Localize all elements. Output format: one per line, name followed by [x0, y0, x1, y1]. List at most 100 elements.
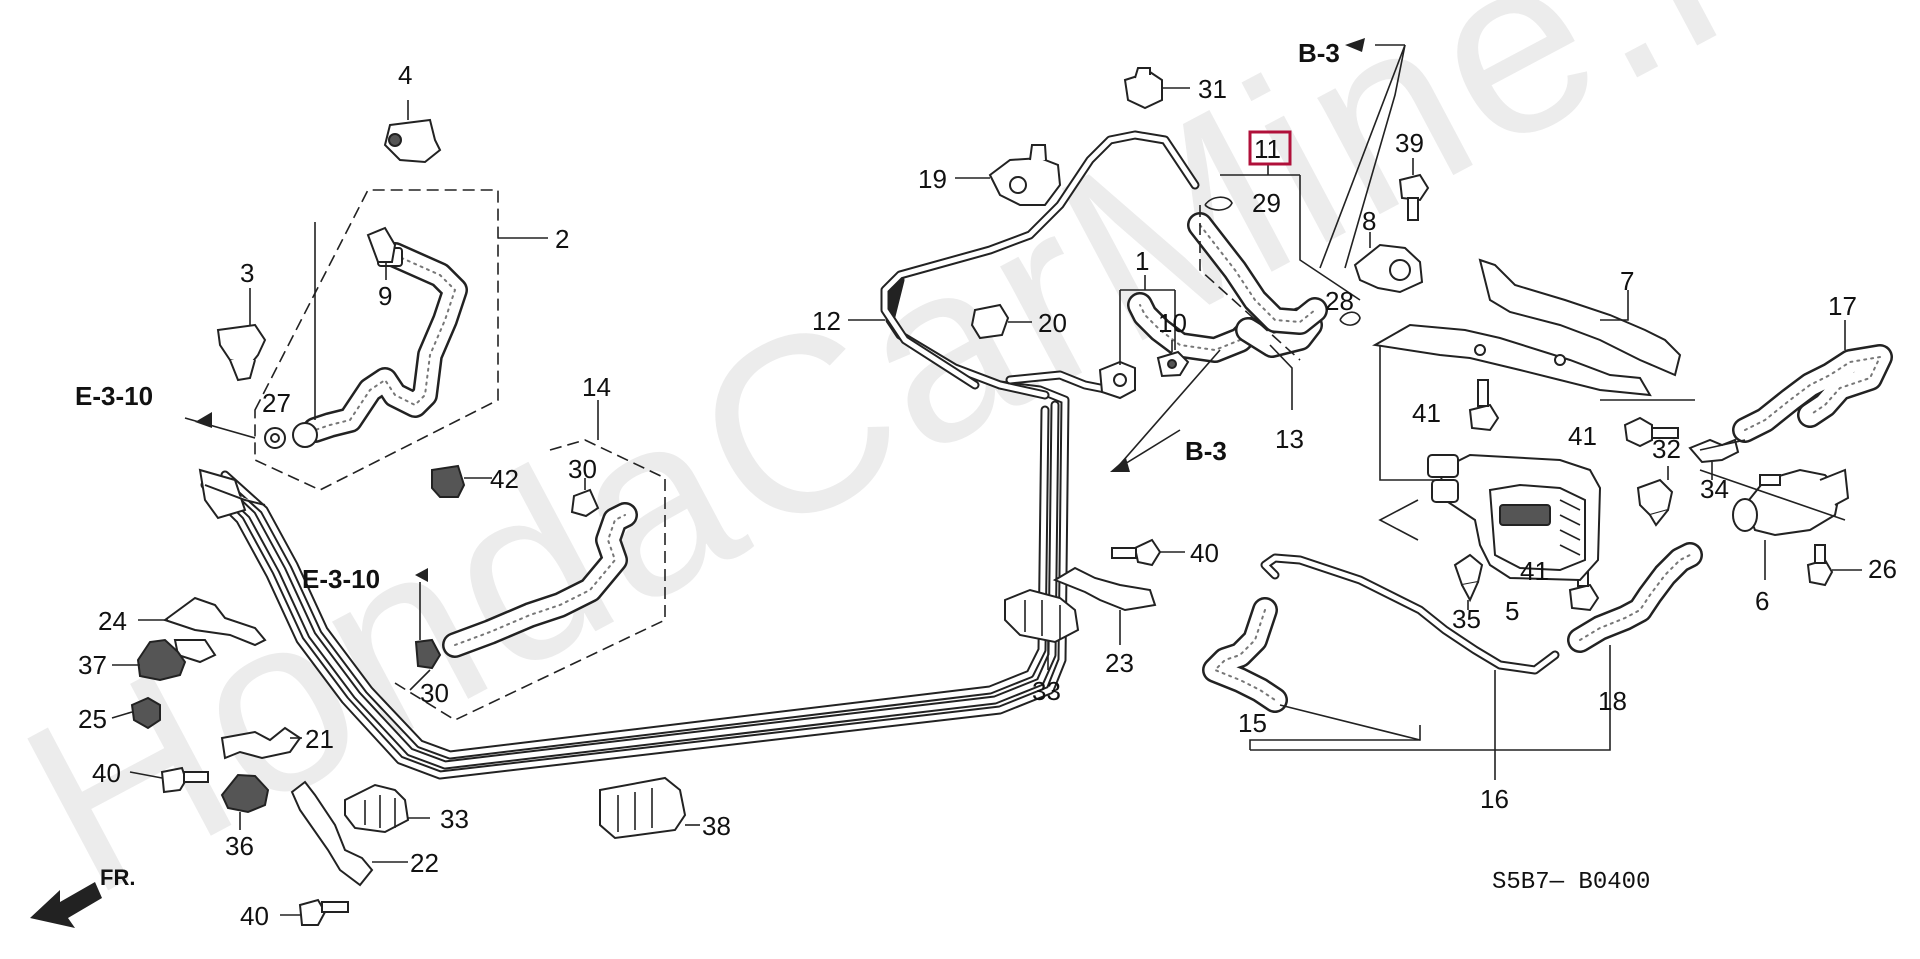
part-40-bolt-middle [1111, 538, 1162, 567]
callout-16: 16 [1480, 784, 1509, 814]
part-31-clip [1123, 67, 1190, 110]
part-28-clip [1339, 311, 1361, 326]
callout-41-lower: 41 [1520, 556, 1549, 586]
callout-22: 22 [410, 848, 439, 878]
callout-6: 6 [1755, 586, 1769, 616]
part-33-left-clamp [344, 783, 410, 834]
callout-29: 29 [1252, 188, 1281, 218]
part-41-bolt-right [1623, 416, 1679, 448]
hose-15 [1202, 597, 1288, 713]
hose-18 [1567, 542, 1703, 653]
callout-25: 25 [78, 704, 107, 734]
callout-40-left: 40 [92, 758, 121, 788]
diagram-code: S5B7— B0400 [1492, 869, 1650, 896]
callout-35: 35 [1452, 604, 1481, 634]
part-40-bolt-left [160, 766, 209, 794]
part-1-fitting [1098, 360, 1136, 400]
callout-20: 20 [1038, 308, 1067, 338]
hose-17 [1732, 344, 1893, 443]
part-20-clip [970, 303, 1010, 340]
callout-2: 2 [555, 224, 569, 254]
arrows [195, 38, 1365, 582]
callout-labels: 4 2 3 9 27 42 14 30 30 24 37 25 21 40 36… [78, 60, 1897, 931]
part-41-bolt-upper [1468, 379, 1500, 432]
pipe-16 [1260, 553, 1560, 675]
callout-11: 11 [1254, 134, 1281, 164]
part-5-canister [1427, 453, 1602, 582]
callout-33-left: 33 [440, 804, 469, 834]
part-32-clip [1636, 478, 1674, 527]
part-6-filter [1732, 468, 1850, 537]
highlight-box-11 [1248, 130, 1292, 166]
callout-31: 31 [1198, 74, 1227, 104]
callout-28: 28 [1325, 286, 1354, 316]
callout-40-middle: 40 [1190, 538, 1219, 568]
callout-5: 5 [1505, 596, 1519, 626]
left-pipe-clamp [198, 468, 266, 520]
callout-24: 24 [98, 606, 127, 636]
hose-2 [292, 242, 468, 448]
main-pipe-bundle [200, 275, 1070, 780]
callout-36: 36 [225, 831, 254, 861]
part-38-clamp [599, 776, 687, 840]
callout-7: 7 [1620, 266, 1634, 296]
front-label: FR. [100, 865, 135, 890]
part-29-clip [1204, 196, 1233, 211]
part-9-clip [366, 226, 397, 280]
callout-41-upper: 41 [1412, 398, 1441, 428]
callout-42: 42 [490, 464, 519, 494]
callout-18: 18 [1598, 686, 1627, 716]
part-40-bolt-bottom [298, 898, 349, 926]
callout-33-middle: 33 [1032, 676, 1061, 706]
ref-b3-upper: B-3 [1298, 38, 1340, 68]
callout-40-bottom: 40 [240, 901, 269, 931]
part-23-bracket [1052, 566, 1157, 612]
part-25-nut [130, 696, 161, 730]
part-26-bolt [1806, 544, 1834, 587]
callout-3: 3 [240, 258, 254, 288]
part-34-fitting [1688, 438, 1740, 464]
callout-34: 34 [1700, 474, 1729, 504]
part-7-bracket [1372, 258, 1682, 397]
part-39-bolt [1398, 173, 1430, 221]
callout-12: 12 [812, 306, 841, 336]
part-19-valve [988, 144, 1062, 206]
part-37-clamp [136, 638, 187, 682]
callout-41-right: 41 [1568, 421, 1597, 451]
part-33-middle-clamp [1004, 588, 1080, 644]
callout-9: 9 [378, 281, 392, 311]
hose-11 [1187, 212, 1328, 335]
callout-13: 13 [1275, 424, 1304, 454]
callout-21: 21 [305, 724, 334, 754]
callout-39: 39 [1395, 128, 1424, 158]
reference-labels: E-3-10 E-3-10 B-3 B-3 [75, 38, 1340, 594]
leader-lines [111, 44, 1862, 916]
part-8-valve [1353, 243, 1424, 294]
hose-14 [442, 502, 638, 658]
ref-e3-10-upper: E-3-10 [75, 381, 153, 411]
ref-e3-10-lower: E-3-10 [302, 564, 380, 594]
part-42-grommet [431, 464, 492, 498]
ref-b3-lower: B-3 [1185, 436, 1227, 466]
callout-15: 15 [1238, 708, 1267, 738]
callout-37: 37 [78, 650, 107, 680]
callout-38: 38 [702, 811, 731, 841]
part-22-bracket [290, 780, 374, 887]
callout-10: 10 [1158, 308, 1187, 338]
callout-32: 32 [1652, 434, 1681, 464]
part-3-clip [216, 288, 267, 382]
callout-30-lower: 30 [420, 678, 449, 708]
part-35-clip [1453, 553, 1484, 603]
callout-1: 1 [1135, 246, 1149, 276]
callout-8: 8 [1362, 206, 1376, 236]
callout-30-upper: 30 [568, 454, 597, 484]
callout-19: 19 [918, 164, 947, 194]
part-30-upper-clip [570, 478, 600, 518]
callout-27: 27 [262, 388, 291, 418]
callout-14: 14 [582, 372, 611, 402]
callout-23: 23 [1105, 648, 1134, 678]
part-10-clip [1156, 350, 1190, 378]
part-27-washer [264, 427, 286, 449]
